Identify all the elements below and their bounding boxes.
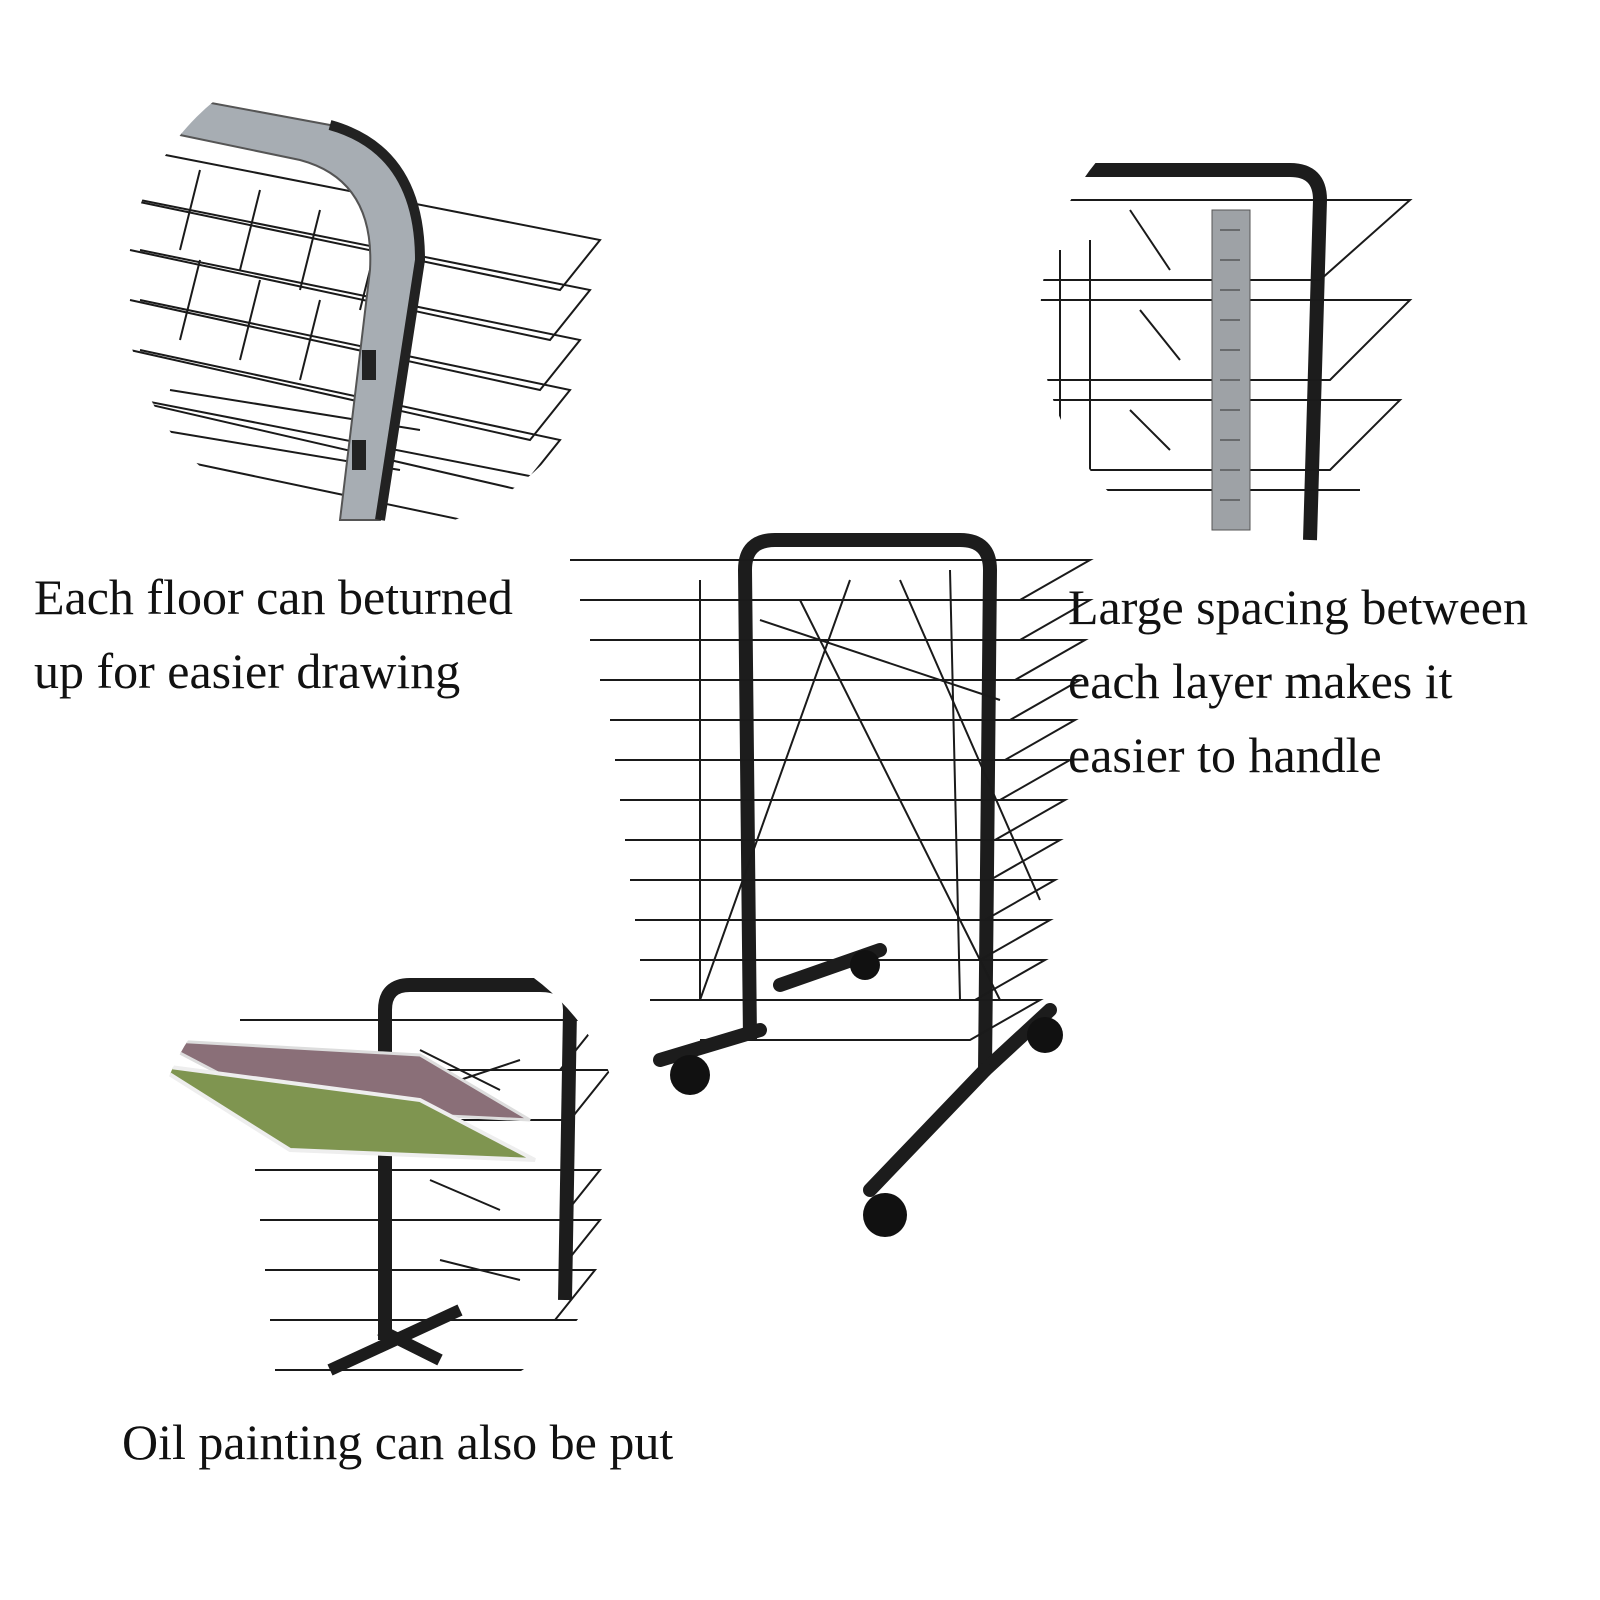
caption-oil-painting: Oil painting can also be put: [122, 1414, 674, 1470]
detail-ruler-spacing: [1040, 163, 1413, 541]
detail-handle-closeup: [129, 98, 602, 532]
detail-oil-paintings: [153, 978, 613, 1376]
center-drying-rack: [570, 533, 1094, 1237]
caption-rotatable-floors: Each floor can beturned up for easier dr…: [34, 569, 513, 699]
caption-layer-spacing: Large spacing between each layer makes i…: [1068, 579, 1528, 783]
